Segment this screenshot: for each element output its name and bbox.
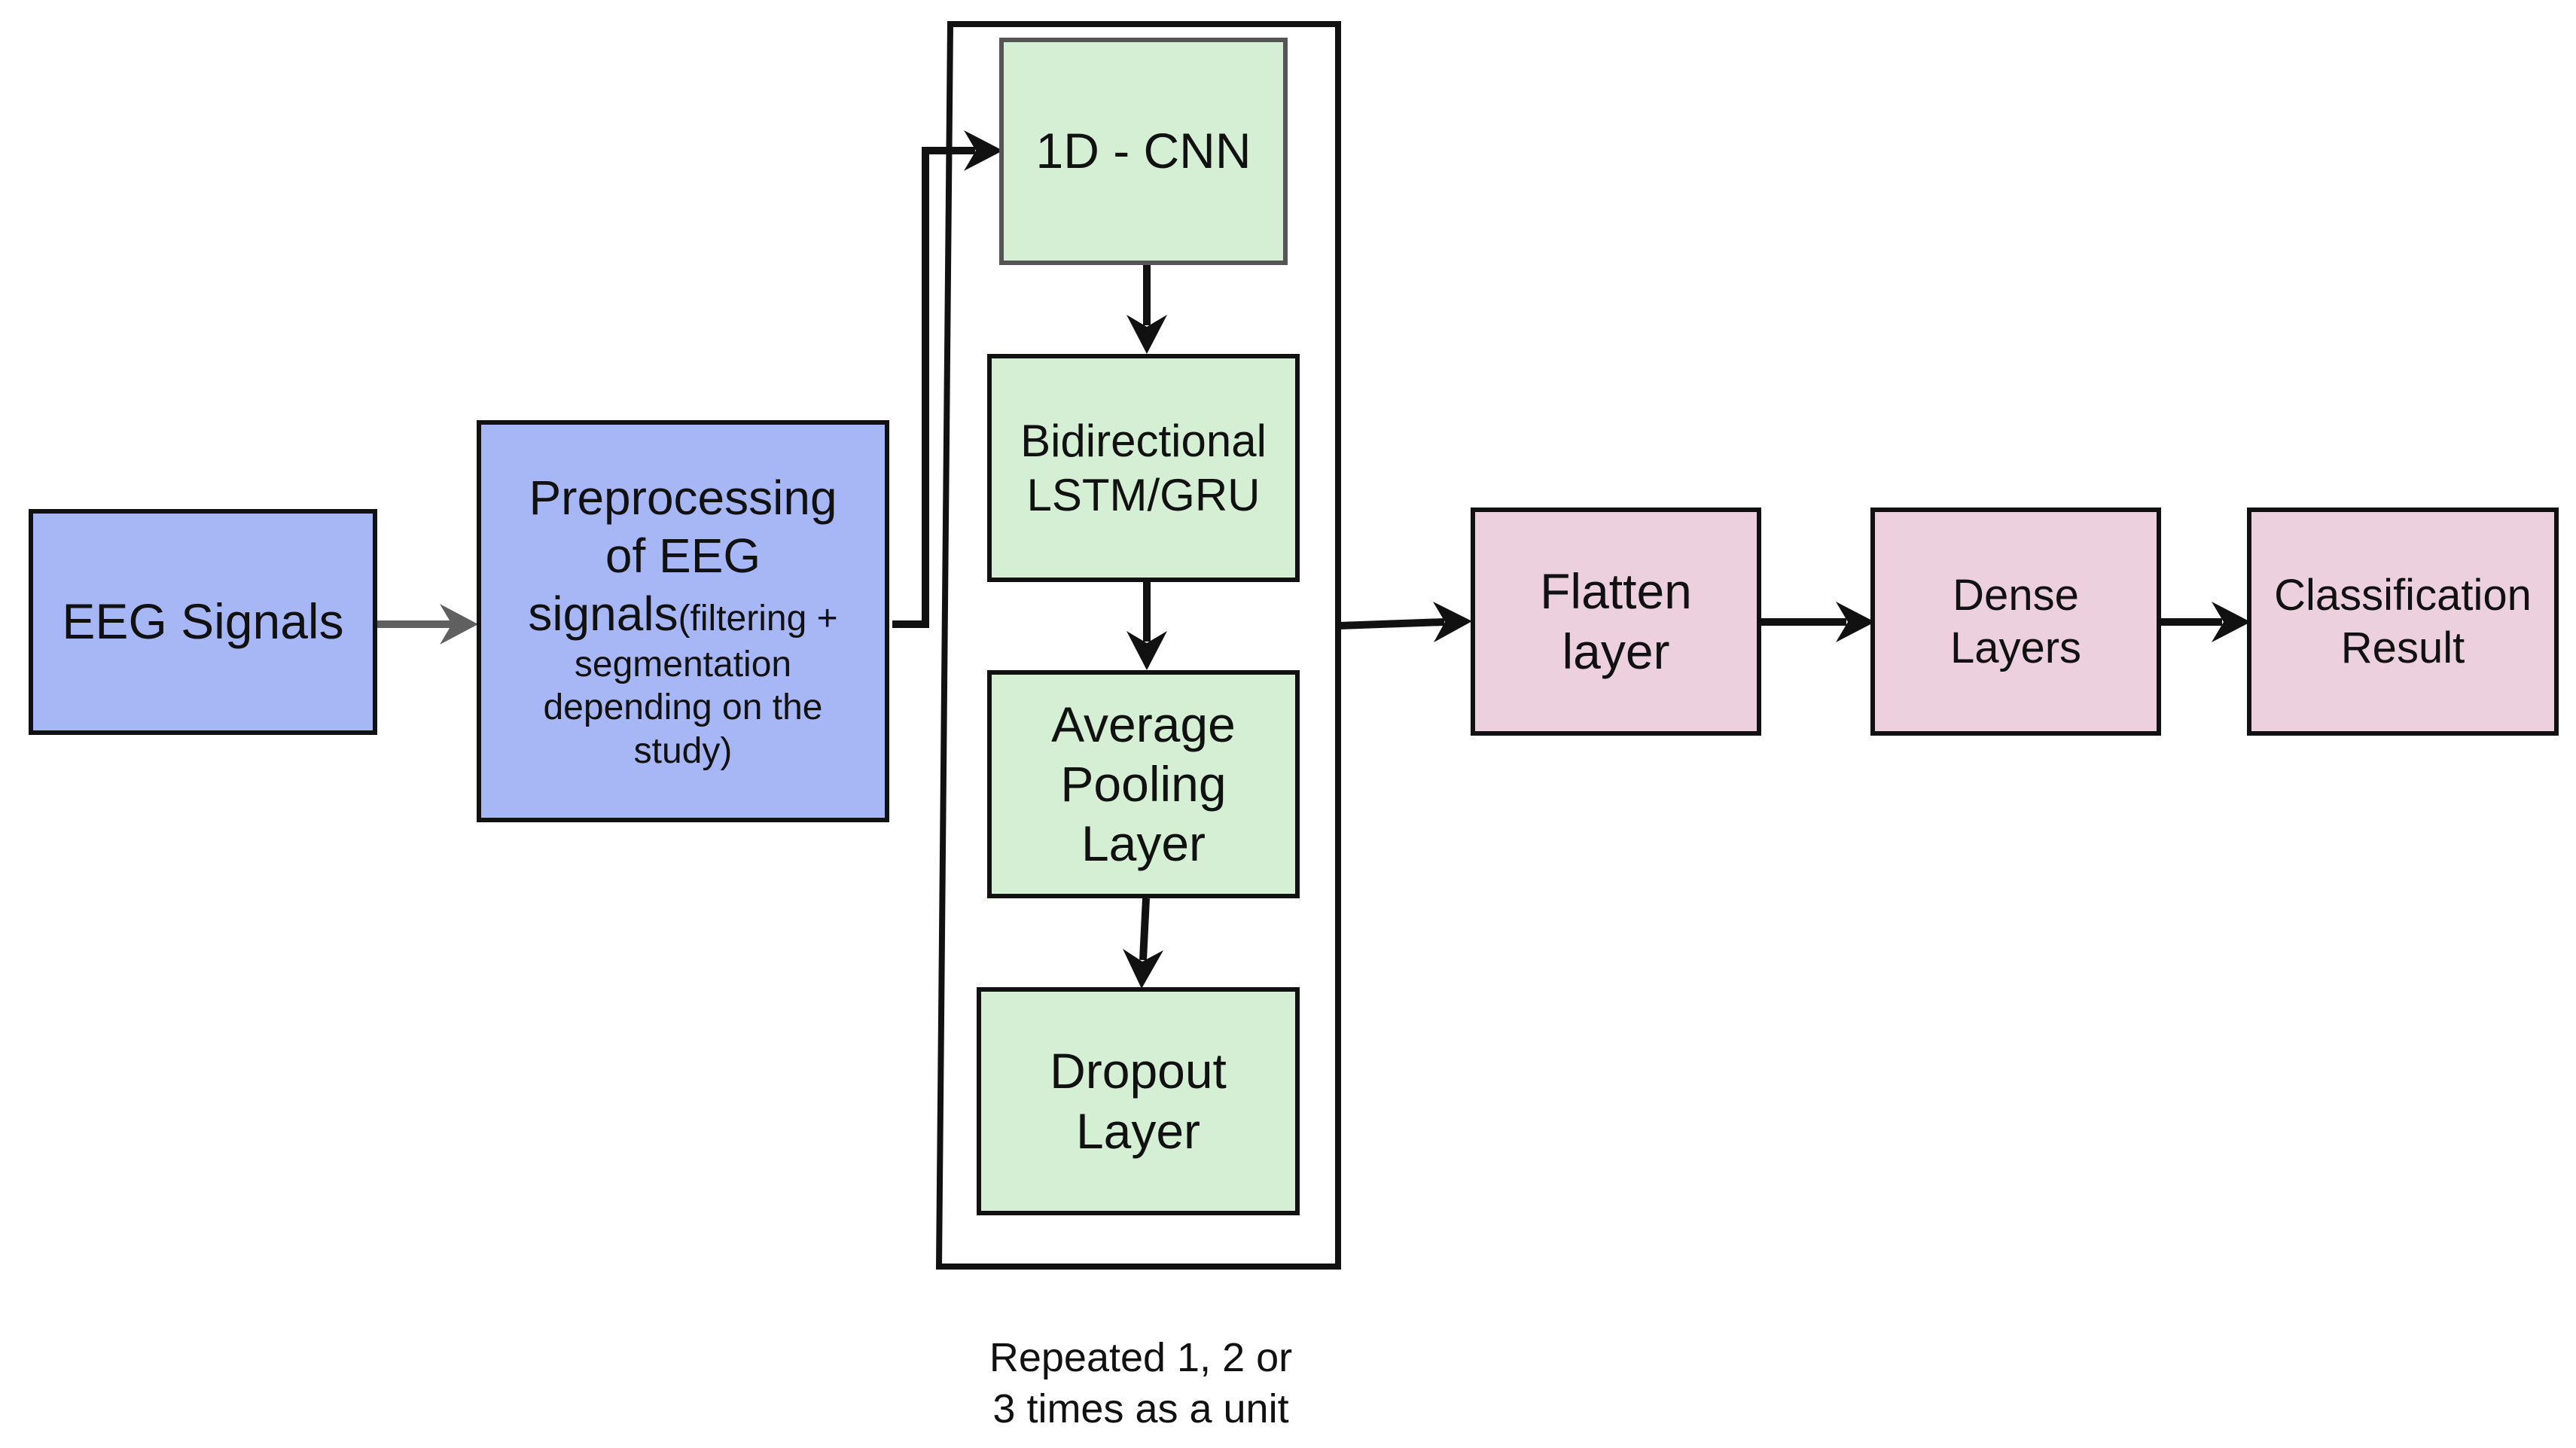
dense-line2: Layers <box>1950 623 2082 672</box>
preprocessing-line4: segmentation <box>574 644 792 684</box>
repeat-unit-caption: Repeated 1, 2 or 3 times as a unit <box>904 1333 1378 1434</box>
cnn-1d-label: 1D - CNN <box>1035 123 1251 179</box>
flatten-line1: Flatten <box>1540 563 1692 620</box>
bilstm-line1: Bidirectional <box>1020 415 1267 466</box>
arrowhead-flatten-to-dense <box>1836 602 1875 642</box>
bilstm-line2: LSTM/GRU <box>1026 469 1261 520</box>
arrow-preprocessing-to-cnn <box>892 147 975 628</box>
classification-node: Classification Result <box>2247 508 2559 736</box>
arrow-pool-to-dropout <box>1139 898 1150 961</box>
preprocessing-line5: depending on the <box>543 687 823 728</box>
dense-line1: Dense <box>1953 570 2079 620</box>
preprocessing-line3-small: (filtering + <box>678 599 838 639</box>
dropout-line2: Layer <box>1075 1102 1201 1159</box>
classification-line2: Result <box>2340 623 2465 672</box>
flatten-line2: layer <box>1562 623 1670 679</box>
dropout-line1: Dropout <box>1050 1043 1227 1099</box>
preprocessing-line1: Preprocessing <box>529 471 837 526</box>
flatten-node: Flatten layer <box>1471 508 1761 736</box>
preprocessing-line3: signals(filtering + <box>528 585 837 643</box>
preprocessing-line2: of EEG <box>605 529 761 584</box>
arrow-unit-to-flatten <box>1337 618 1445 629</box>
arrowhead-unit-to-flatten <box>1433 602 1472 642</box>
arrowhead-pool-to-dropout <box>1123 949 1163 989</box>
repeat-caption-line1: Repeated 1, 2 or <box>989 1335 1293 1380</box>
eeg-signals-node: EEG Signals <box>29 509 377 735</box>
arrowhead-cnn-to-bilstm <box>1126 315 1167 354</box>
preprocessing-line3-main: signals <box>528 587 678 641</box>
avg-pooling-line2: Pooling <box>1060 755 1227 812</box>
arrowhead-dense-to-classification <box>2212 602 2251 642</box>
dense-node: Dense Layers <box>1870 508 2161 736</box>
avg-pooling-line3: Layer <box>1081 815 1206 872</box>
avg-pooling-node: Average Pooling Layer <box>987 670 1300 898</box>
preprocessing-node: Preprocessing of EEG signals(filtering +… <box>477 420 889 822</box>
arrowhead-preprocessing-to-cnn <box>964 130 1003 171</box>
dropout-node: Dropout Layer <box>977 987 1300 1215</box>
arrowhead-eeg-to-preprocessing <box>440 604 478 645</box>
cnn-1d-node: 1D - CNN <box>999 38 1288 265</box>
preprocessing-line6: study) <box>633 730 733 771</box>
bilstm-node: Bidirectional LSTM/GRU <box>987 354 1300 582</box>
repeat-unit-container <box>935 21 1341 1270</box>
repeat-caption-line2: 3 times as a unit <box>992 1386 1289 1431</box>
arrowhead-bilstm-to-pool <box>1126 631 1167 670</box>
avg-pooling-line1: Average <box>1051 696 1236 752</box>
eeg-signals-label: EEG Signals <box>62 593 344 650</box>
classification-line1: Classification <box>2274 570 2532 620</box>
